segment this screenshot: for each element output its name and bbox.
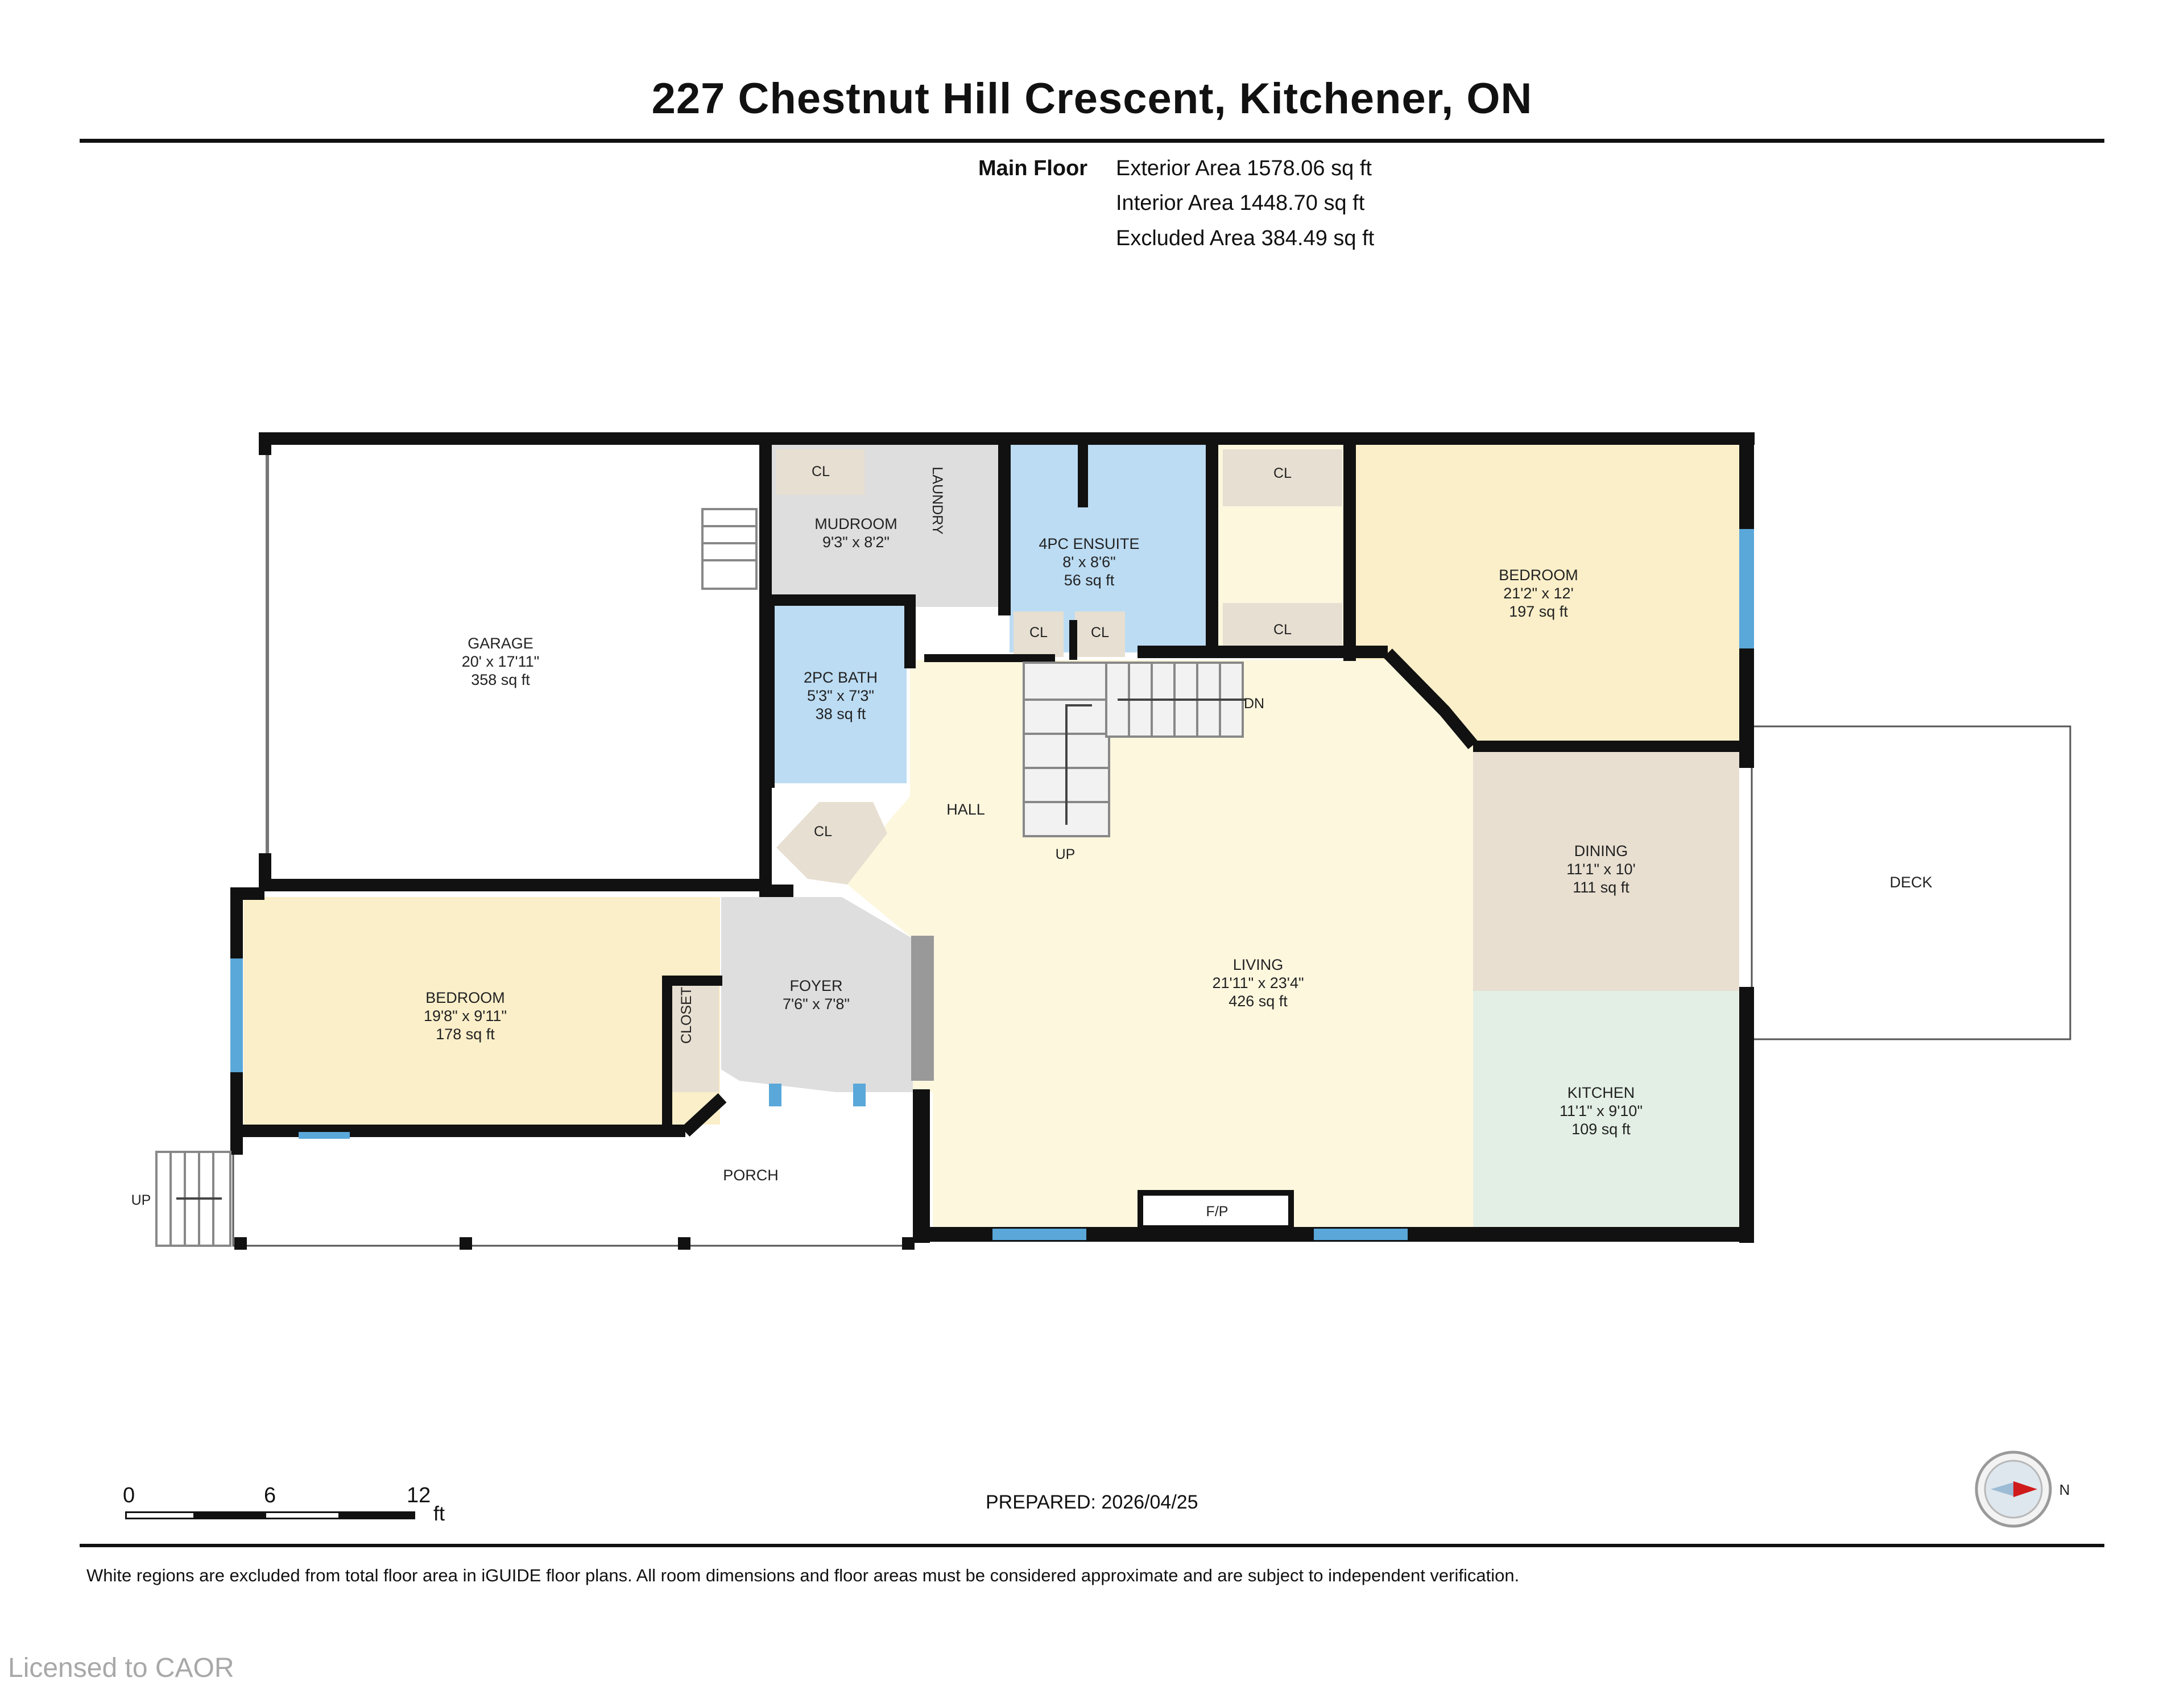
room-labels: GARAGE 20' x 17'11" 358 sq ft MUDROOM 9'…	[131, 464, 1933, 1220]
bath-fill	[775, 606, 907, 783]
deck-outline	[1751, 725, 2071, 1040]
garage-fill	[267, 445, 762, 877]
scale-bar: 0 6 12 ft	[119, 1468, 472, 1525]
scale-tick-0: 0	[123, 1483, 135, 1507]
closet-label: CLOSET	[679, 987, 694, 1044]
laundry-label: LAUNDRY	[929, 466, 945, 534]
foyer-name: FOYER	[789, 977, 842, 994]
cl-label-4: CL	[1029, 625, 1048, 640]
prepared-date: PREPARED: 2026/04/25	[986, 1491, 1198, 1513]
exterior-area: Exterior Area 1578.06 sq ft	[1116, 156, 1372, 180]
garage-dims: 20' x 17'11"	[462, 653, 540, 670]
ensuite-dims: 8' x 8'6"	[1062, 553, 1115, 571]
mudroom-name: MUDROOM	[814, 515, 897, 532]
fireplace	[1138, 1190, 1294, 1231]
living-name: LIVING	[1233, 956, 1284, 973]
walls	[230, 432, 1755, 1243]
scale-bar-segment	[338, 1511, 415, 1519]
wall-diagonal	[1383, 648, 1478, 750]
cl-label-1: CL	[812, 464, 830, 480]
ensuite-name: 4PC ENSUITE	[1039, 535, 1139, 552]
disclaimer: White regions are excluded from total fl…	[86, 1565, 1520, 1585]
dining-fill	[1473, 751, 1739, 991]
dining-dims: 11'1" x 10'	[1566, 861, 1635, 878]
stairs-down-label: DN	[1244, 696, 1264, 712]
kitchen-area: 109 sq ft	[1571, 1121, 1631, 1138]
stairs-porch	[155, 1151, 231, 1247]
closet-cl-4	[1014, 611, 1064, 657]
living-area: 426 sq ft	[1228, 993, 1288, 1010]
scale-tick-6: 6	[264, 1483, 276, 1507]
stairs-up	[1023, 662, 1110, 837]
bedroom-primary-fill	[1351, 445, 1739, 741]
footer-divider	[80, 1544, 2104, 1547]
title-divider	[80, 139, 2104, 143]
bath-area: 38 sq ft	[816, 705, 866, 722]
stairs-up-label: UP	[1056, 846, 1076, 862]
foyer-fill	[721, 897, 913, 1092]
kitchen-name: KITCHEN	[1567, 1084, 1635, 1101]
cl-label-2: CL	[1273, 465, 1292, 481]
porch-stairs-label: UP	[131, 1192, 151, 1208]
foyer-partition	[911, 936, 934, 1081]
closet-cl-5	[1075, 611, 1125, 657]
bedroom-primary-dims: 21'2" x 12'	[1503, 585, 1573, 602]
hall-name: HALL	[946, 801, 985, 818]
interior-area: Interior Area 1448.70 sq ft	[1116, 191, 1365, 215]
cl-label-3: CL	[1273, 622, 1292, 638]
mudroom-dims: 9'3" x 8'2"	[822, 534, 890, 551]
bedroom-primary-name: BEDROOM	[1499, 567, 1578, 584]
porch-name: PORCH	[723, 1167, 779, 1184]
bath-name: 2PC BATH	[804, 669, 878, 686]
porch-posts	[234, 1237, 915, 1250]
compass-icon: N	[1975, 1451, 2070, 1528]
fireplace-label: F/P	[1206, 1204, 1228, 1220]
dining-area: 111 sq ft	[1573, 879, 1629, 896]
dining-name: DINING	[1574, 842, 1628, 859]
watermark: Licensed to CAOR	[8, 1653, 234, 1683]
windows	[230, 529, 1754, 1240]
bedroom-front-fill	[243, 897, 720, 1125]
bedroom-front-area: 178 sq ft	[436, 1026, 495, 1043]
garage-name: GARAGE	[468, 635, 533, 652]
bath-dims: 5'3" x 7'3"	[807, 687, 874, 704]
garage-area: 358 sq ft	[471, 671, 530, 688]
foyer-dims: 7'6" x 7'8"	[783, 995, 850, 1013]
excluded-area: Excluded Area 384.49 sq ft	[1116, 226, 1375, 250]
scale-bar-segment	[193, 1511, 266, 1519]
cl-label-6: CL	[814, 824, 832, 840]
compass-north-label: N	[2059, 1481, 2070, 1498]
closet-cl-1	[776, 449, 864, 495]
ensuite-area: 56 sq ft	[1064, 572, 1115, 589]
cl-label-5: CL	[1091, 625, 1109, 640]
stairs-garage	[701, 508, 758, 590]
scale-tick-12: 12	[407, 1483, 431, 1507]
porch-outline	[232, 1152, 913, 1247]
plan-title: 227 Chestnut Hill Crescent, Kitchener, O…	[651, 75, 1533, 123]
stairs-down	[1105, 662, 1246, 738]
kitchen-fill	[1473, 991, 1739, 1227]
closet-cl-2	[1223, 449, 1342, 506]
living-fill	[847, 660, 1473, 1227]
bedroom-primary-area: 197 sq ft	[1509, 603, 1568, 620]
floor-name: Main Floor	[978, 156, 1088, 180]
living-dims: 21'11" x 23'4"	[1212, 974, 1304, 991]
deck-name: DECK	[1889, 874, 1932, 891]
bedroom-front-dims: 19'8" x 9'11"	[424, 1007, 507, 1024]
wall-foyer-diagonal	[681, 1093, 727, 1137]
bedroom-front-name: BEDROOM	[425, 989, 505, 1006]
closet-cl-6	[776, 802, 887, 885]
scale-unit: ft	[433, 1502, 445, 1525]
closet-foyer	[672, 984, 719, 1092]
kitchen-dims: 11'1" x 9'10"	[1560, 1102, 1643, 1119]
